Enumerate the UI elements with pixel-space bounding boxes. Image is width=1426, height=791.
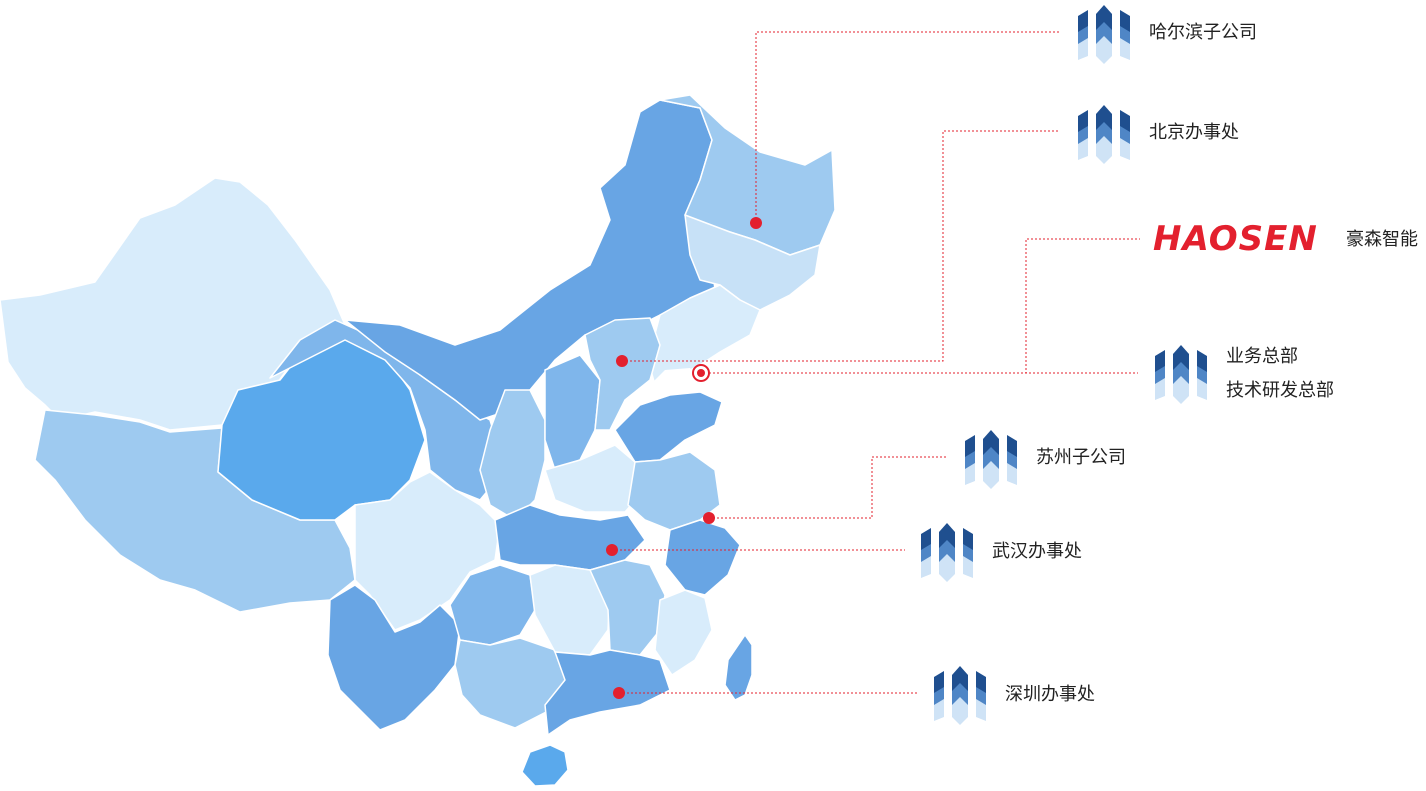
region-hunan bbox=[529, 564, 611, 656]
province-regions bbox=[0, 94, 836, 787]
region-shanxi bbox=[544, 354, 601, 471]
building-icon bbox=[965, 430, 1017, 489]
region-taiwan bbox=[724, 634, 753, 701]
office-marker-suzhou bbox=[703, 512, 715, 524]
region-guangdong bbox=[544, 649, 671, 736]
building-icon bbox=[1078, 105, 1130, 164]
office-marker-wuhan bbox=[606, 544, 618, 556]
region-hainan bbox=[521, 744, 569, 787]
region-jilin bbox=[684, 214, 821, 311]
building-icon bbox=[921, 523, 973, 582]
office-marker-beijing bbox=[616, 355, 628, 367]
office-label-hq-rnd: 技术研发总部 bbox=[1226, 380, 1334, 401]
hq-marker-dot bbox=[697, 369, 705, 377]
building-icon bbox=[934, 666, 986, 725]
region-liaoning bbox=[647, 284, 761, 386]
region-fujian bbox=[654, 589, 713, 676]
connector-line bbox=[755, 31, 1060, 223]
bohai-sea bbox=[650, 368, 700, 395]
region-zhejiang bbox=[664, 519, 741, 596]
building-icon bbox=[1155, 345, 1207, 404]
office-label-beijing: 北京办事处 bbox=[1149, 122, 1239, 143]
office-label-wuhan: 武汉办事处 bbox=[992, 541, 1082, 562]
connector-lines bbox=[612, 31, 1140, 694]
office-label-hq-business: 业务总部 bbox=[1226, 346, 1298, 367]
connector-line bbox=[709, 456, 946, 519]
connector-line bbox=[622, 130, 1060, 362]
office-label-harbin: 哈尔滨子公司 bbox=[1149, 22, 1257, 43]
connector-line bbox=[701, 238, 1140, 374]
office-label-shenzhen: 深圳办事处 bbox=[1005, 684, 1095, 705]
building-icon bbox=[1078, 5, 1130, 64]
haosen-logo: HAOSEN bbox=[1153, 219, 1318, 259]
region-hebei bbox=[584, 317, 661, 431]
office-label-suzhou: 苏州子公司 bbox=[1036, 447, 1126, 468]
office-marker-harbin bbox=[750, 217, 762, 229]
office-marker-shenzhen bbox=[613, 687, 625, 699]
brand-name: 豪森智能 bbox=[1346, 229, 1418, 250]
office-markers bbox=[606, 217, 762, 699]
region-shandong bbox=[614, 391, 723, 463]
